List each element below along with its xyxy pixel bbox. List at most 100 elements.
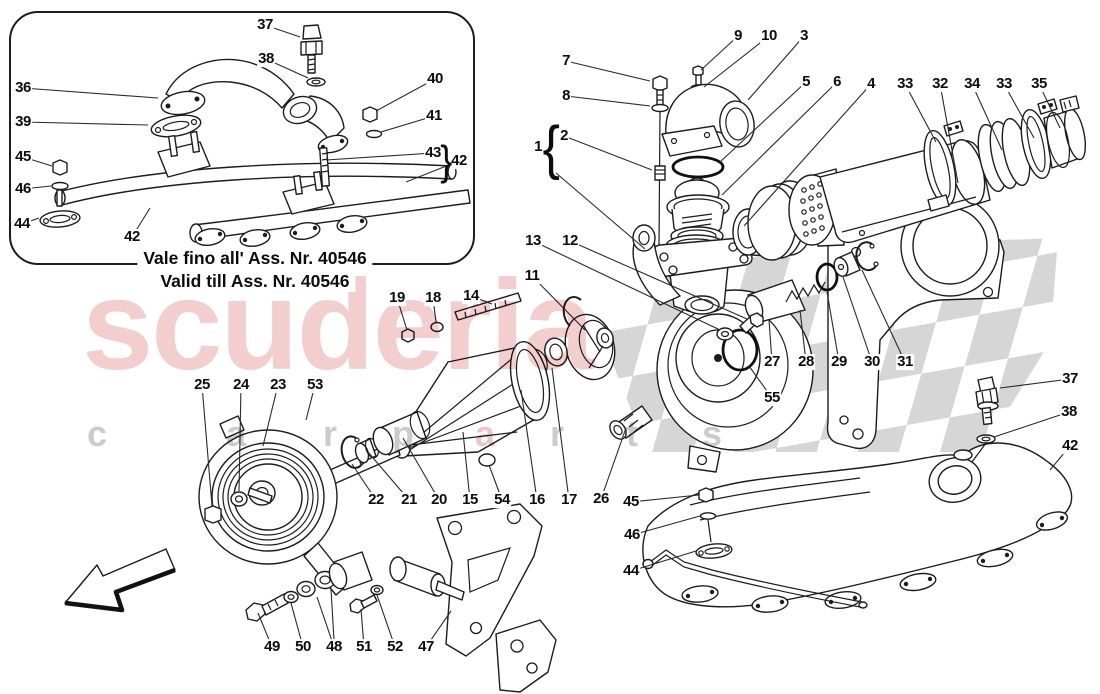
leader-line <box>325 152 434 161</box>
manifold-feet <box>681 511 1069 613</box>
leader-line <box>462 431 471 501</box>
washer-41 <box>365 129 383 139</box>
leader-line <box>721 81 838 196</box>
leader-line <box>432 297 437 323</box>
leader-line <box>747 35 805 101</box>
nut-40 <box>362 106 378 123</box>
leader-line <box>703 35 770 88</box>
leader-line <box>861 269 906 363</box>
o-ring-5 <box>671 155 725 179</box>
impeller-11 <box>564 313 616 381</box>
leader-line <box>563 135 653 171</box>
hose-clamp-33a <box>923 120 964 212</box>
heat-exchanger <box>732 95 1087 261</box>
leader-line <box>201 384 213 507</box>
nut-45-rear <box>698 487 714 503</box>
note-box-caption-english: Valid till Ass. Nr. 40546 <box>154 271 356 292</box>
temp-sensor-rear <box>971 376 999 463</box>
manifold-fasteners <box>39 159 81 228</box>
leader-line <box>700 35 739 71</box>
leader-line <box>470 295 493 305</box>
leader-line <box>290 602 304 648</box>
leader-line <box>375 78 436 112</box>
nut-25 <box>204 505 222 524</box>
leader-line <box>360 608 365 648</box>
leader-line <box>555 172 646 250</box>
washer-38 <box>306 77 326 87</box>
seal-spring-ring <box>562 296 582 327</box>
hose-clamp-33b <box>1020 98 1058 180</box>
leader-line <box>993 411 1070 438</box>
elbow-pipe <box>282 95 349 154</box>
hose-and-clamp-35 <box>1043 95 1087 169</box>
circlip-31 <box>855 241 879 272</box>
leader-line <box>971 83 1003 151</box>
leader-line <box>367 451 410 501</box>
water-pipe-lower <box>189 147 471 247</box>
washer-52 <box>370 584 384 596</box>
o-ring-29 <box>815 262 839 292</box>
water-pump-body <box>609 193 1005 473</box>
leader-line <box>565 60 651 82</box>
leader-line <box>826 291 840 363</box>
bellows-34 <box>977 117 1031 193</box>
spacer-tube <box>328 551 373 591</box>
leader-line <box>305 384 316 421</box>
nut-19 <box>401 328 415 343</box>
leader-line <box>630 494 700 503</box>
leader-line <box>551 367 570 501</box>
washer-13 <box>716 327 734 341</box>
gasket-39 <box>150 114 202 138</box>
washer-38-rear <box>976 434 996 444</box>
leader-line <box>904 83 937 143</box>
leader-line <box>396 297 408 331</box>
pulley-23 <box>211 442 325 552</box>
leader-line <box>488 464 503 501</box>
leader-line <box>520 389 538 501</box>
bracket-lower-plate <box>495 619 557 693</box>
leader-line <box>799 309 807 363</box>
leader-line <box>531 275 586 331</box>
piston-30 <box>833 251 861 277</box>
washer-18 <box>430 321 444 333</box>
leader-line <box>842 276 873 363</box>
leader-line <box>376 594 396 648</box>
spring-28 <box>785 281 826 303</box>
leader-line <box>22 121 149 126</box>
leader-line <box>999 378 1071 389</box>
bolt-7 <box>652 75 668 109</box>
washer-8 <box>651 103 669 113</box>
rear-water-manifold <box>642 376 1073 613</box>
leader-line <box>630 550 697 572</box>
leader-line <box>262 384 279 447</box>
leader-line <box>22 87 159 99</box>
leader-line <box>257 612 273 648</box>
leader-line <box>600 427 627 500</box>
gasket-44 <box>39 210 81 228</box>
leader-line <box>316 596 335 648</box>
thermostat-cover-3 <box>661 83 755 157</box>
belt-cut-end <box>219 415 245 439</box>
leader-line <box>743 83 872 227</box>
leader-line <box>532 240 721 331</box>
bypass-valve-parts <box>721 241 879 372</box>
leader-line <box>565 95 651 107</box>
leader-line <box>631 515 701 536</box>
washer-24 <box>230 491 248 507</box>
crossover-pipe <box>150 58 295 138</box>
leader-line <box>939 83 959 184</box>
stud-43 <box>318 147 331 187</box>
tensioner-bracket-group <box>245 503 557 693</box>
leader-line <box>238 384 242 492</box>
washer-46 <box>51 181 69 191</box>
washer-50 <box>283 590 299 604</box>
bearing-20 <box>372 410 431 456</box>
direction-arrow <box>64 548 176 613</box>
washer-46-rear <box>699 512 717 520</box>
note-box <box>9 11 475 265</box>
plug-54 <box>478 453 496 467</box>
bolt-12 <box>739 312 764 334</box>
bolt-49 <box>245 593 289 622</box>
